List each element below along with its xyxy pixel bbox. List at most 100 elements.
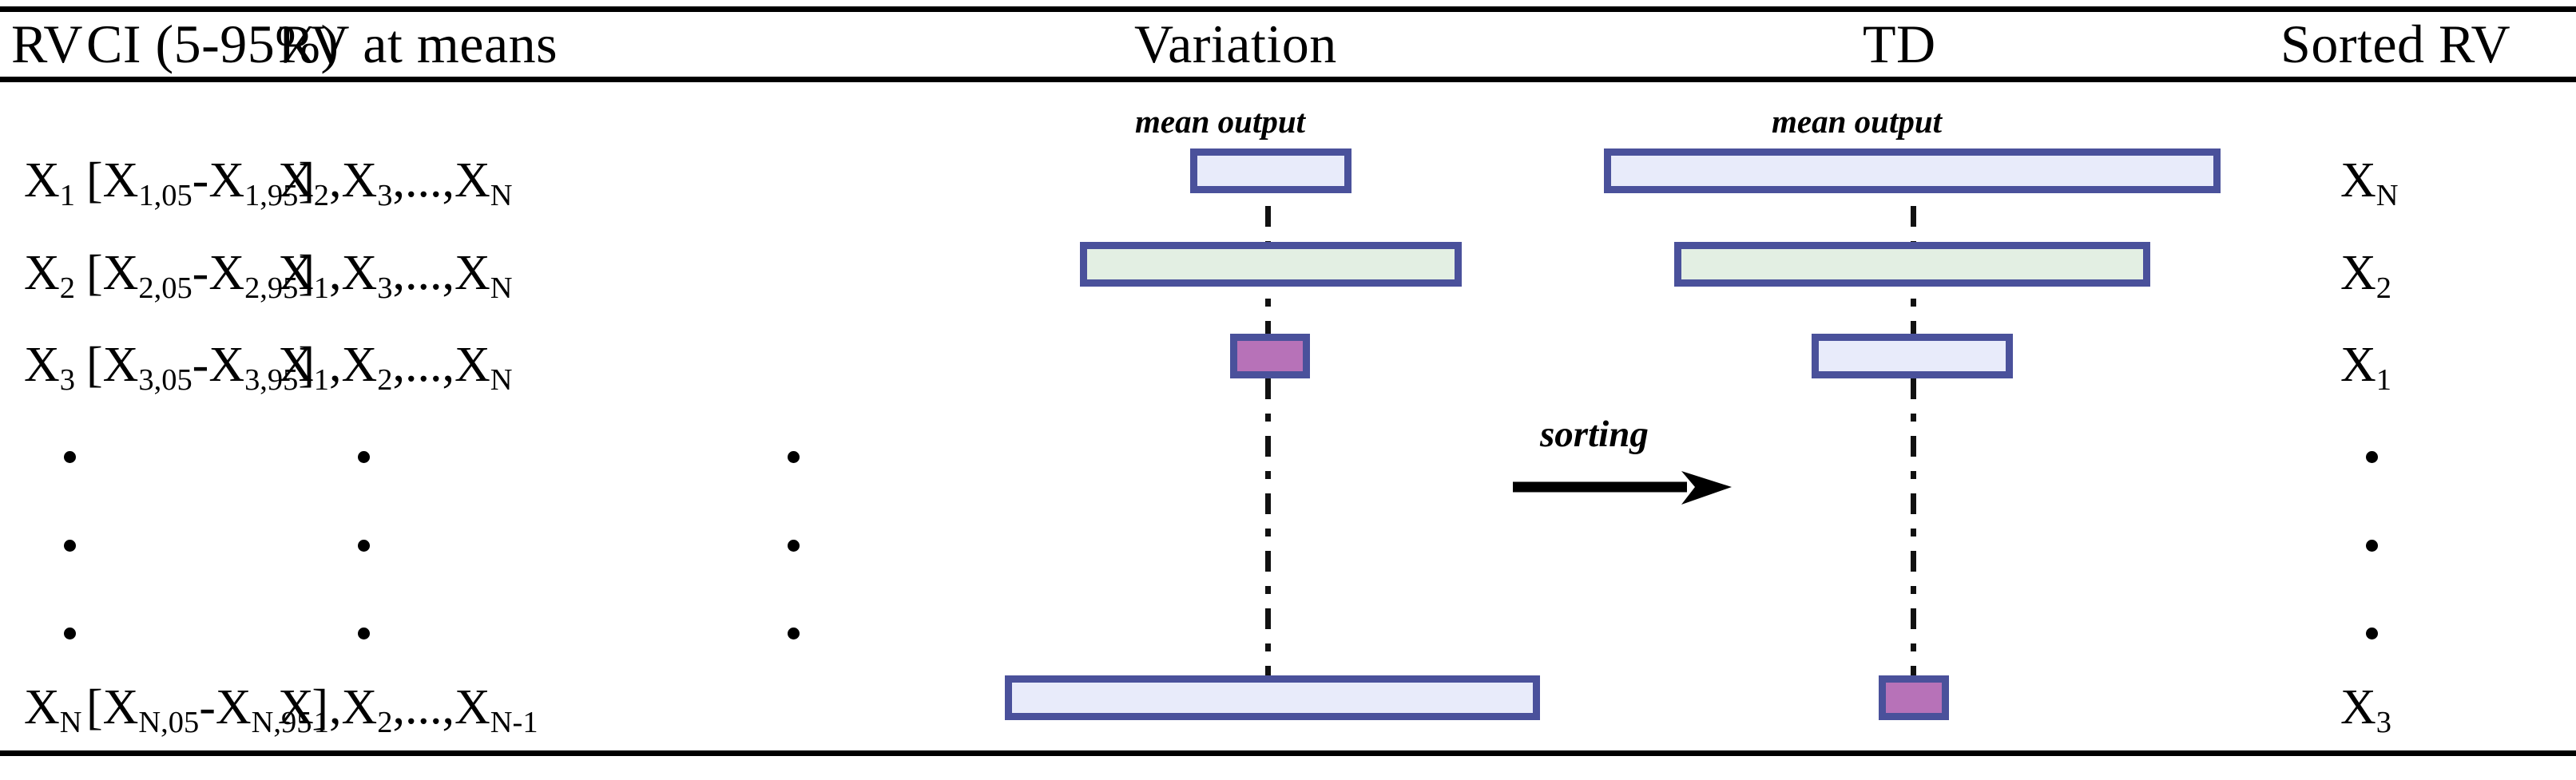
ci-sub-low: 3,05 — [138, 362, 193, 397]
rv-subscript: 3 — [377, 178, 393, 212]
ellipsis-dot-means-1 — [788, 451, 800, 463]
rv-symbol: X — [341, 338, 378, 392]
rv-symbol: X — [454, 153, 490, 208]
rv-symbol: X — [341, 680, 378, 734]
sorted-symbol: X — [2340, 153, 2376, 208]
sorting-label: sorting — [1540, 414, 1649, 455]
separator: . — [430, 153, 443, 208]
separator: , — [442, 153, 455, 208]
cell-sorted-row1: XN — [2340, 153, 2399, 211]
variation-mean-axis — [1265, 148, 1271, 699]
separator: . — [430, 680, 443, 734]
cell-ci-row1: [X1,05-X1,95] — [86, 153, 315, 211]
cell-rv-row2: X2 — [24, 246, 75, 303]
ellipsis-dot-rv-1 — [64, 451, 76, 463]
ellipsis-dot-rv-2 — [64, 540, 76, 552]
rv-symbol: X — [278, 338, 314, 392]
rv-symbol: X — [454, 680, 490, 734]
ci-sub-low: N,05 — [138, 705, 200, 739]
variation-bar-x1 — [1190, 148, 1352, 193]
separator: , — [392, 153, 406, 208]
ci-open: [X — [86, 680, 139, 734]
ci-close: ] — [298, 246, 315, 300]
cell-ci-rowN: [XN,05-XN,95] — [86, 680, 328, 738]
rv-subscript: 2 — [377, 705, 393, 739]
table-bottom-rule — [0, 750, 2576, 756]
ci-sub-high: 1,95 — [244, 178, 299, 212]
ci-dash: -X — [199, 680, 252, 734]
td-bar-x2 — [1674, 242, 2150, 287]
rv-subscript: N — [59, 705, 82, 739]
rv-subscript: N-1 — [490, 705, 538, 739]
rv-subscript: 1 — [313, 362, 329, 397]
separator: , — [329, 246, 342, 300]
separator: . — [405, 153, 418, 208]
variation-bar-xn — [1005, 675, 1540, 720]
cell-ci-row3: [X3,05-X3,95] — [86, 338, 315, 395]
separator: , — [442, 680, 455, 734]
ellipsis-dot-sorted-1 — [2366, 451, 2378, 463]
sorted-symbol: X — [2340, 680, 2376, 734]
td-bar-xn — [1604, 148, 2221, 193]
cell-means-rowN: X1,X2,...,XN-1 — [278, 680, 538, 738]
ci-close: ] — [298, 153, 315, 208]
ellipsis-dot-means-2 — [788, 540, 800, 552]
separator: . — [430, 338, 443, 392]
ellipsis-dot-ci-3 — [358, 628, 370, 639]
column-header-rv-at-means: RV at means — [278, 14, 558, 74]
td-mean-output-caption: mean output — [1772, 103, 1943, 140]
column-header-ci: CI (5-95%) — [86, 14, 339, 74]
separator: , — [392, 338, 406, 392]
cell-means-row2: X1,X3,...,XN — [278, 246, 513, 303]
rv-subscript: 3 — [377, 271, 393, 305]
rv-subscript: 2 — [377, 362, 393, 397]
rv-subscript: N — [490, 362, 513, 397]
cell-means-row3: X1,X2,...,XN — [278, 338, 513, 395]
rv-symbol: X — [278, 153, 314, 208]
cell-rv-row1: X1 — [24, 156, 75, 211]
rv-symbol: X — [24, 246, 60, 300]
ci-sub-high: N,95 — [251, 705, 312, 739]
cell-ci-row2: [X2,05-X2,95] — [86, 246, 315, 303]
ci-open: [X — [86, 153, 139, 208]
separator: . — [405, 680, 418, 734]
rv-subscript: N — [490, 271, 513, 305]
column-header-td: TD — [1863, 14, 1936, 74]
column-header-sorted-rv: Sorted RV — [2280, 14, 2511, 74]
rv-symbol: X — [24, 680, 60, 734]
rv-symbol: X — [341, 153, 378, 208]
rv-symbol: X — [454, 246, 490, 300]
ci-dash: -X — [192, 153, 245, 208]
sorted-subscript: 1 — [2376, 362, 2391, 397]
table-top-rule — [0, 6, 2576, 12]
sorted-symbol: X — [2340, 338, 2376, 392]
cell-sorted-rowN: X3 — [2340, 680, 2391, 738]
ci-close: ] — [298, 338, 315, 392]
variation-bar-x2 — [1080, 242, 1462, 287]
ci-sub-low: 2,05 — [138, 271, 193, 305]
ellipsis-dot-means-3 — [788, 628, 800, 639]
separator: , — [442, 338, 455, 392]
rv-symbol: X — [278, 246, 314, 300]
cell-means-row1: X2,X3,...,XN — [278, 153, 513, 211]
td-mean-axis — [1911, 148, 1916, 699]
separator: , — [392, 680, 406, 734]
ci-sub-low: 1,05 — [138, 178, 193, 212]
ellipsis-dot-rv-3 — [64, 628, 76, 639]
ellipsis-dot-ci-1 — [358, 451, 370, 463]
table-header-rule — [0, 77, 2576, 82]
cell-sorted-row3: X1 — [2340, 338, 2391, 395]
ellipsis-dot-sorted-2 — [2366, 540, 2378, 552]
separator: , — [329, 338, 342, 392]
ci-dash: -X — [192, 338, 245, 392]
rv-subscript: 2 — [313, 178, 329, 212]
separator: . — [430, 246, 443, 300]
rv-symbol: X — [24, 338, 60, 392]
ci-dash: -X — [192, 246, 245, 300]
rv-subscript: 1 — [313, 271, 329, 305]
variation-mean-output-caption: mean output — [1135, 103, 1306, 140]
rv-subscript: N — [490, 178, 513, 212]
rv-symbol: X — [454, 338, 490, 392]
td-bar-x3 — [1879, 675, 1949, 720]
